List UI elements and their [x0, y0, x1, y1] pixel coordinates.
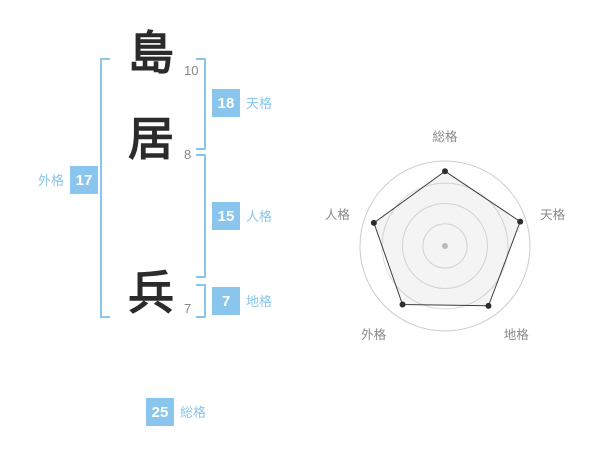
tenkaku-label: 天格 — [246, 96, 273, 111]
radar-data-point — [517, 218, 524, 225]
radar-axis-label: 外格 — [361, 327, 387, 342]
name-char-1: 島 — [128, 27, 174, 79]
jinkaku-label: 人格 — [246, 209, 273, 224]
radar-grid-ring — [402, 203, 488, 289]
gaikaku-value-badge: 17 — [70, 166, 98, 194]
jinkaku-value-badge: 15 — [212, 202, 240, 230]
tenkaku-value-badge: 18 — [212, 89, 240, 117]
radar-center-dot — [442, 243, 448, 249]
stroke-count-3: 7 — [184, 301, 192, 316]
name-char-2: 居 — [128, 113, 174, 165]
radar-data-point — [370, 219, 377, 226]
radar-axis-label: 人格 — [325, 207, 351, 222]
soukaku-label: 総格 — [180, 405, 207, 420]
chikaku-label: 地格 — [246, 294, 273, 309]
soukaku-value-badge: 25 — [146, 398, 174, 426]
radar-data-point — [442, 168, 448, 175]
radar-chart-area: 総格天格地格 外格 人格 — [315, 118, 575, 379]
gaikaku-bracket — [100, 58, 110, 318]
stroke-count-2: 8 — [184, 147, 192, 162]
gaikaku-label: 外格 — [38, 173, 65, 188]
radar-data-polygon — [373, 170, 521, 307]
tenkaku-bracket — [196, 58, 206, 150]
radar-grid-ring — [422, 223, 468, 269]
stroke-count-1: 10 — [184, 63, 199, 78]
radar-axis-label: 地格 — [504, 327, 530, 342]
radar-axis-label: 総格 — [432, 129, 458, 144]
radar-data-point — [485, 302, 492, 309]
chikaku-bracket — [196, 284, 206, 318]
chikaku-value-badge: 7 — [212, 287, 240, 315]
radar-grid-ring — [359, 160, 531, 332]
jinkaku-bracket — [196, 154, 206, 278]
name-char-3: 兵 — [128, 267, 174, 319]
radar-axis-label: 天格 — [540, 207, 566, 222]
radar-data-point — [399, 301, 406, 308]
